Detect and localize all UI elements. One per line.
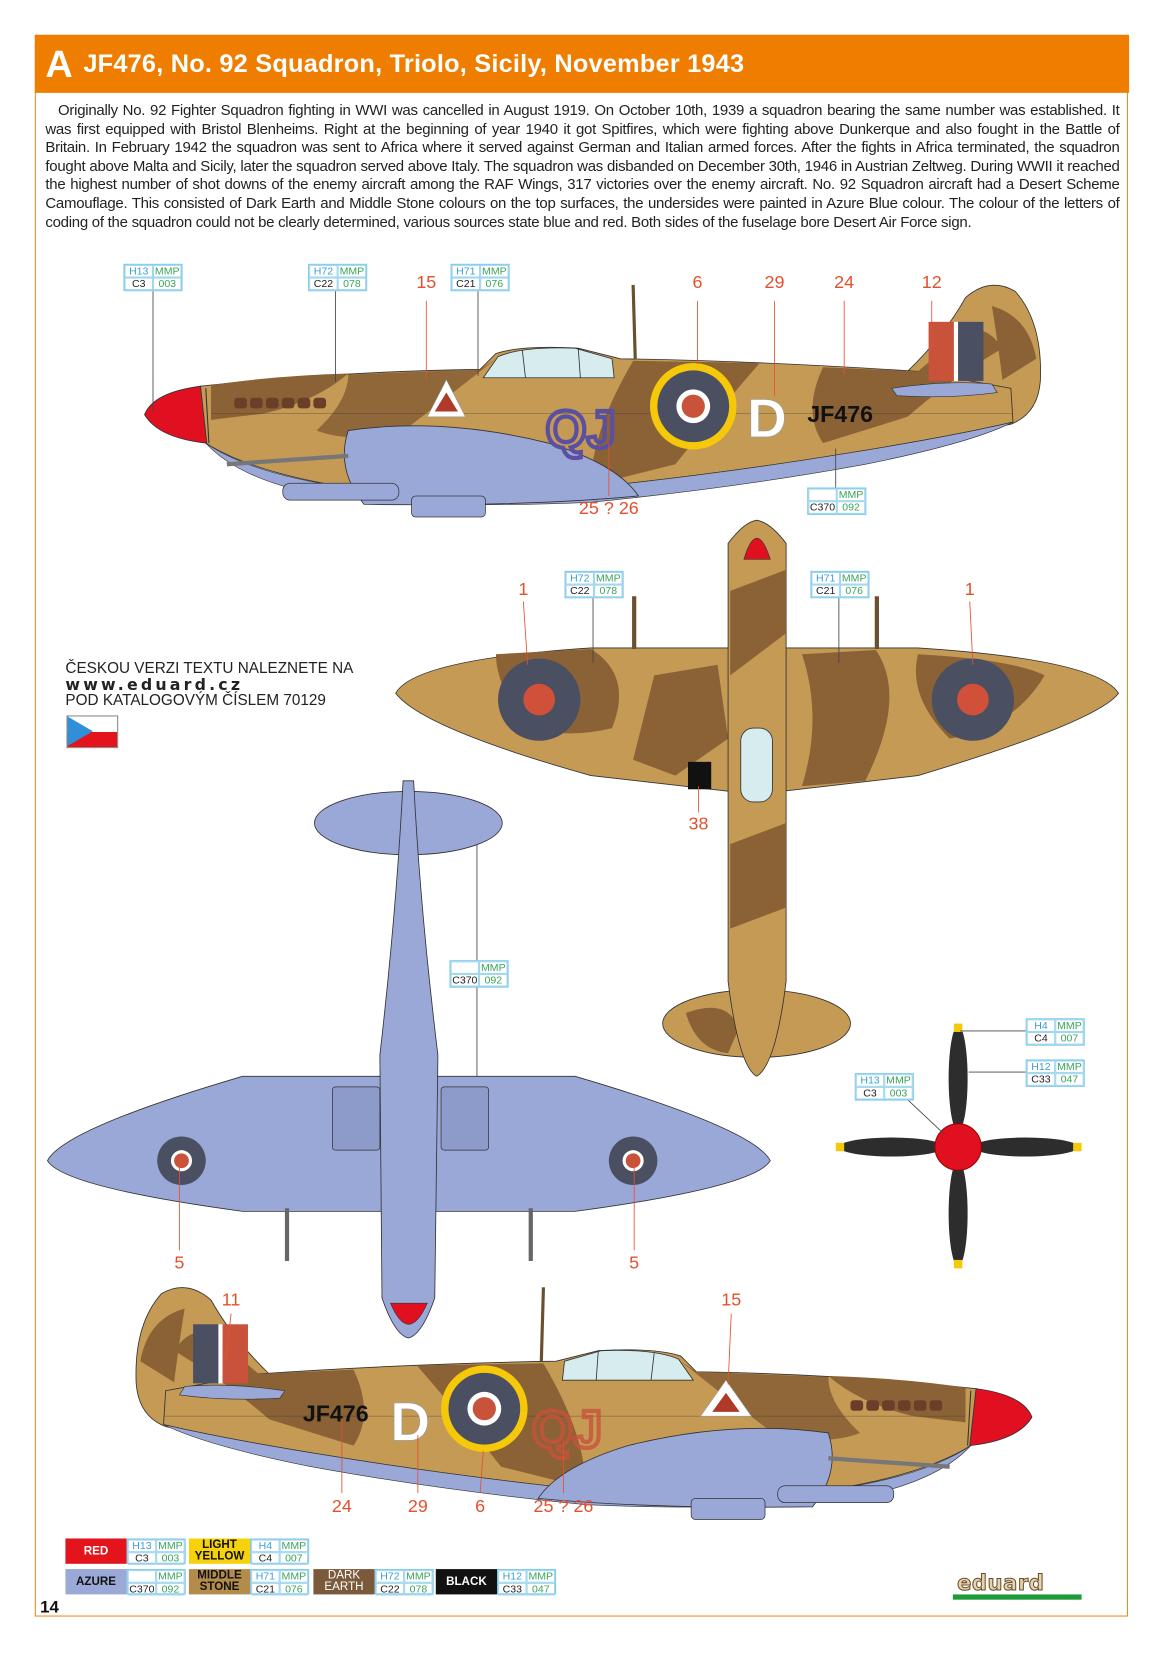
callout-leaders (152, 289, 1026, 1135)
czech-note-url[interactable]: www.eduard.cz (65, 675, 244, 695)
aircraft-right-side-view: D QJ JF476 (136, 1287, 1032, 1519)
czech-note-line: ČESKOU VERZI TEXTU NALEZNETE NA (65, 660, 354, 678)
profile-title: JF476, No. 92 Squadron, Triolo, Sicily, … (83, 49, 745, 78)
individual-letter: D (747, 387, 787, 449)
profile-letter: A (45, 41, 73, 85)
marking-number: 29 (764, 272, 785, 293)
marking-number: 24 (834, 272, 855, 293)
marking-number: 29 (407, 1496, 428, 1517)
fuselage-roundel (441, 1365, 528, 1452)
fin-flash-blue (958, 321, 984, 381)
wing-roundel-right (931, 658, 1015, 741)
wing-roundel-right (608, 1136, 658, 1185)
serial-number: JF476 (303, 1400, 369, 1426)
marking-number: 1 (518, 579, 529, 600)
color-swatch: BLACK (435, 1569, 497, 1595)
marking-number: 5 (629, 1252, 640, 1273)
profile-header: A JF476, No. 92 Squadron, Triolo, Sicily… (34, 34, 1130, 93)
individual-letter: D (390, 1390, 430, 1452)
color-swatch: AZURE (65, 1569, 127, 1595)
marking-number: 24 (331, 1496, 352, 1517)
marking-number: 5 (174, 1252, 185, 1273)
black-panel (687, 761, 712, 790)
propeller-view (835, 1023, 1082, 1269)
marking-number: 15 (416, 272, 437, 293)
marking-number: 12 (921, 272, 942, 293)
wing-roundel-left (498, 658, 581, 741)
marking-number: 11 (221, 1289, 241, 1310)
czech-version-note: ČESKOU VERZI TEXTU NALEZNETE NA www.edua… (65, 660, 354, 710)
fin-flash-red (928, 321, 954, 381)
aircraft-top-view (395, 519, 1120, 1077)
page-number: 14 (40, 1598, 59, 1617)
eduard-logo: eduard (952, 1570, 1082, 1600)
squadron-code-blue: QJ (546, 400, 616, 459)
czech-flag-icon (66, 715, 119, 749)
aircraft-bottom-view (47, 780, 771, 1339)
serial-number: JF476 (807, 401, 873, 427)
marking-leaders (178, 300, 974, 1494)
marking-number: 6 (475, 1496, 486, 1517)
marking-number: 25 ? 26 (578, 498, 639, 519)
color-swatch: RED (65, 1538, 127, 1564)
history-text: Originally No. 92 Fighter Squadron fight… (45, 102, 1120, 231)
marking-number: 1 (964, 579, 975, 600)
czech-note-line: POD KATALOGOVÝM ČÍSLEM 70129 (65, 692, 326, 710)
squadron-code-red: QJ (532, 1401, 602, 1460)
marking-number: 6 (692, 272, 703, 293)
spinner (934, 1123, 982, 1171)
fin-flash-blue (193, 1324, 219, 1384)
wing-roundel-left (157, 1136, 206, 1185)
marking-number: 15 (721, 1289, 742, 1310)
aircraft-left-side-view: QJ D JF476 (145, 285, 1041, 517)
marking-number: 25 ? 26 (533, 1496, 594, 1517)
fuselage-roundel (650, 362, 737, 450)
marking-number: 38 (688, 813, 709, 834)
